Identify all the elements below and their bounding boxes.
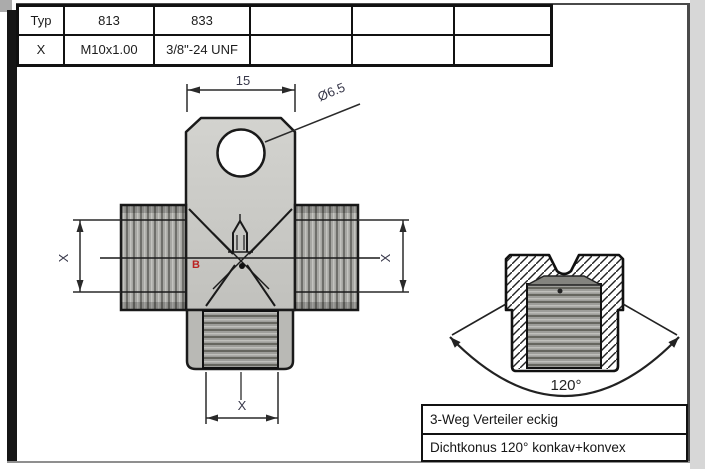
section-outline <box>504 253 625 373</box>
mounting-hole <box>216 128 266 178</box>
spec-header-empty-2 <box>353 7 455 36</box>
front-view: B <box>100 116 380 400</box>
sheet-margin-strip <box>690 0 705 469</box>
left-arm-bottom-shade <box>121 302 186 310</box>
section-cone-dot <box>557 288 563 294</box>
title-line-2: Dichtkonus 120° konkav+konvex <box>423 433 686 460</box>
cone-angle-dim-text: 120° <box>550 377 581 394</box>
sheet-left-border <box>7 10 17 462</box>
spec-header-typ: Typ <box>19 7 65 36</box>
sheet-bottom-border <box>7 461 690 463</box>
title-block: 3-Weg Verteiler eckig Dichtkonus 120° ko… <box>421 404 688 462</box>
right-arm-bottom-shade <box>295 302 358 310</box>
section-view: 120° <box>449 253 680 398</box>
sheet-right-border <box>687 3 690 463</box>
section-thread-bore <box>526 283 602 369</box>
hole-dia-dim-text: Ø6.5 <box>315 79 347 104</box>
internal-cone-lines <box>100 208 380 400</box>
left-thread-dim-text: X <box>56 253 71 262</box>
bottom-thread <box>202 310 279 369</box>
spec-value-empty-1 <box>251 35 353 64</box>
left-arm-top-shade <box>121 205 186 213</box>
section-marker-b: B <box>192 259 200 271</box>
title-line-1: 3-Weg Verteiler eckig <box>430 412 559 427</box>
spec-value-m10: M10x1.00 <box>65 35 155 64</box>
cone-angle-dimension: 120° <box>449 303 680 398</box>
thread-spec-table: Typ 813 833 X M10x1.00 3/8"-24 UNF <box>16 4 553 67</box>
spec-value-empty-2 <box>353 35 455 64</box>
right-arm-top-shade <box>295 205 358 213</box>
spec-header-empty-1 <box>251 7 353 36</box>
sheet-corner-square <box>0 0 12 12</box>
spec-header-empty-3 <box>455 7 550 36</box>
spec-value-x: X <box>19 35 65 64</box>
section-hatch-right <box>569 256 622 369</box>
section-hatch-left <box>507 256 560 369</box>
spec-header-833: 833 <box>155 7 251 36</box>
tab-width-dim-text: 15 <box>236 73 250 88</box>
bottom-thread-dim-text: X <box>238 398 247 413</box>
spec-value-unf: 3/8"-24 UNF <box>155 35 251 64</box>
right-thread-dim-text: X <box>378 253 393 262</box>
spec-header-813: 813 <box>65 7 155 36</box>
front-view-dimensions: 15 Ø6.5 X X X <box>56 73 409 424</box>
section-cone-band <box>526 275 602 286</box>
